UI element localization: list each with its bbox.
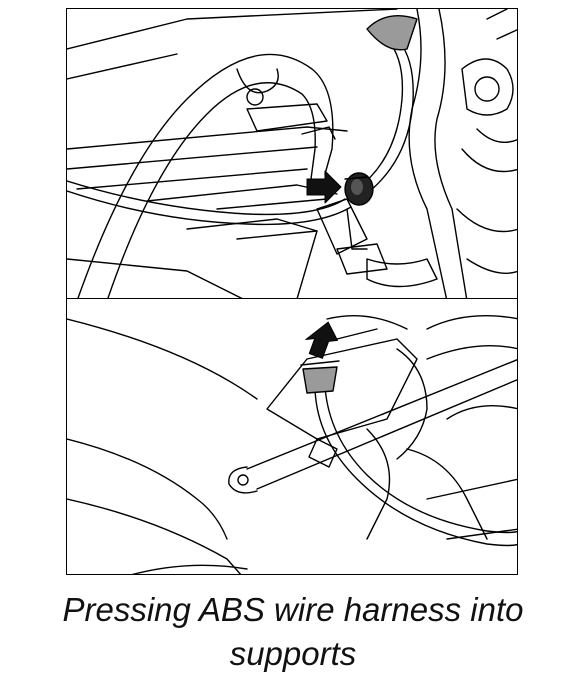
hose	[76, 53, 334, 299]
top-illustration-panel	[66, 8, 518, 300]
chassis-lines	[67, 9, 398, 299]
bottom-illustration	[67, 315, 517, 574]
arrow-pointing-right	[306, 170, 342, 204]
abs-wire-harness	[67, 38, 414, 226]
suspension-strut	[266, 315, 517, 540]
drive-shaft	[228, 359, 517, 494]
caption-line-1: Pressing ABS wire harness into	[62, 591, 524, 628]
bottom-illustration-panel	[66, 298, 518, 575]
top-illustration	[67, 9, 517, 299]
figure-caption: Pressing ABS wire harness into supports	[0, 588, 586, 676]
suspension-component	[316, 9, 517, 299]
wheel-arch	[67, 318, 258, 574]
abs-wire-harness	[314, 386, 517, 547]
caption-line-2: supports	[229, 635, 357, 672]
harness-support-clip	[336, 15, 418, 275]
arrow-pointing-down	[305, 321, 338, 359]
harness-support-clip	[300, 360, 340, 394]
